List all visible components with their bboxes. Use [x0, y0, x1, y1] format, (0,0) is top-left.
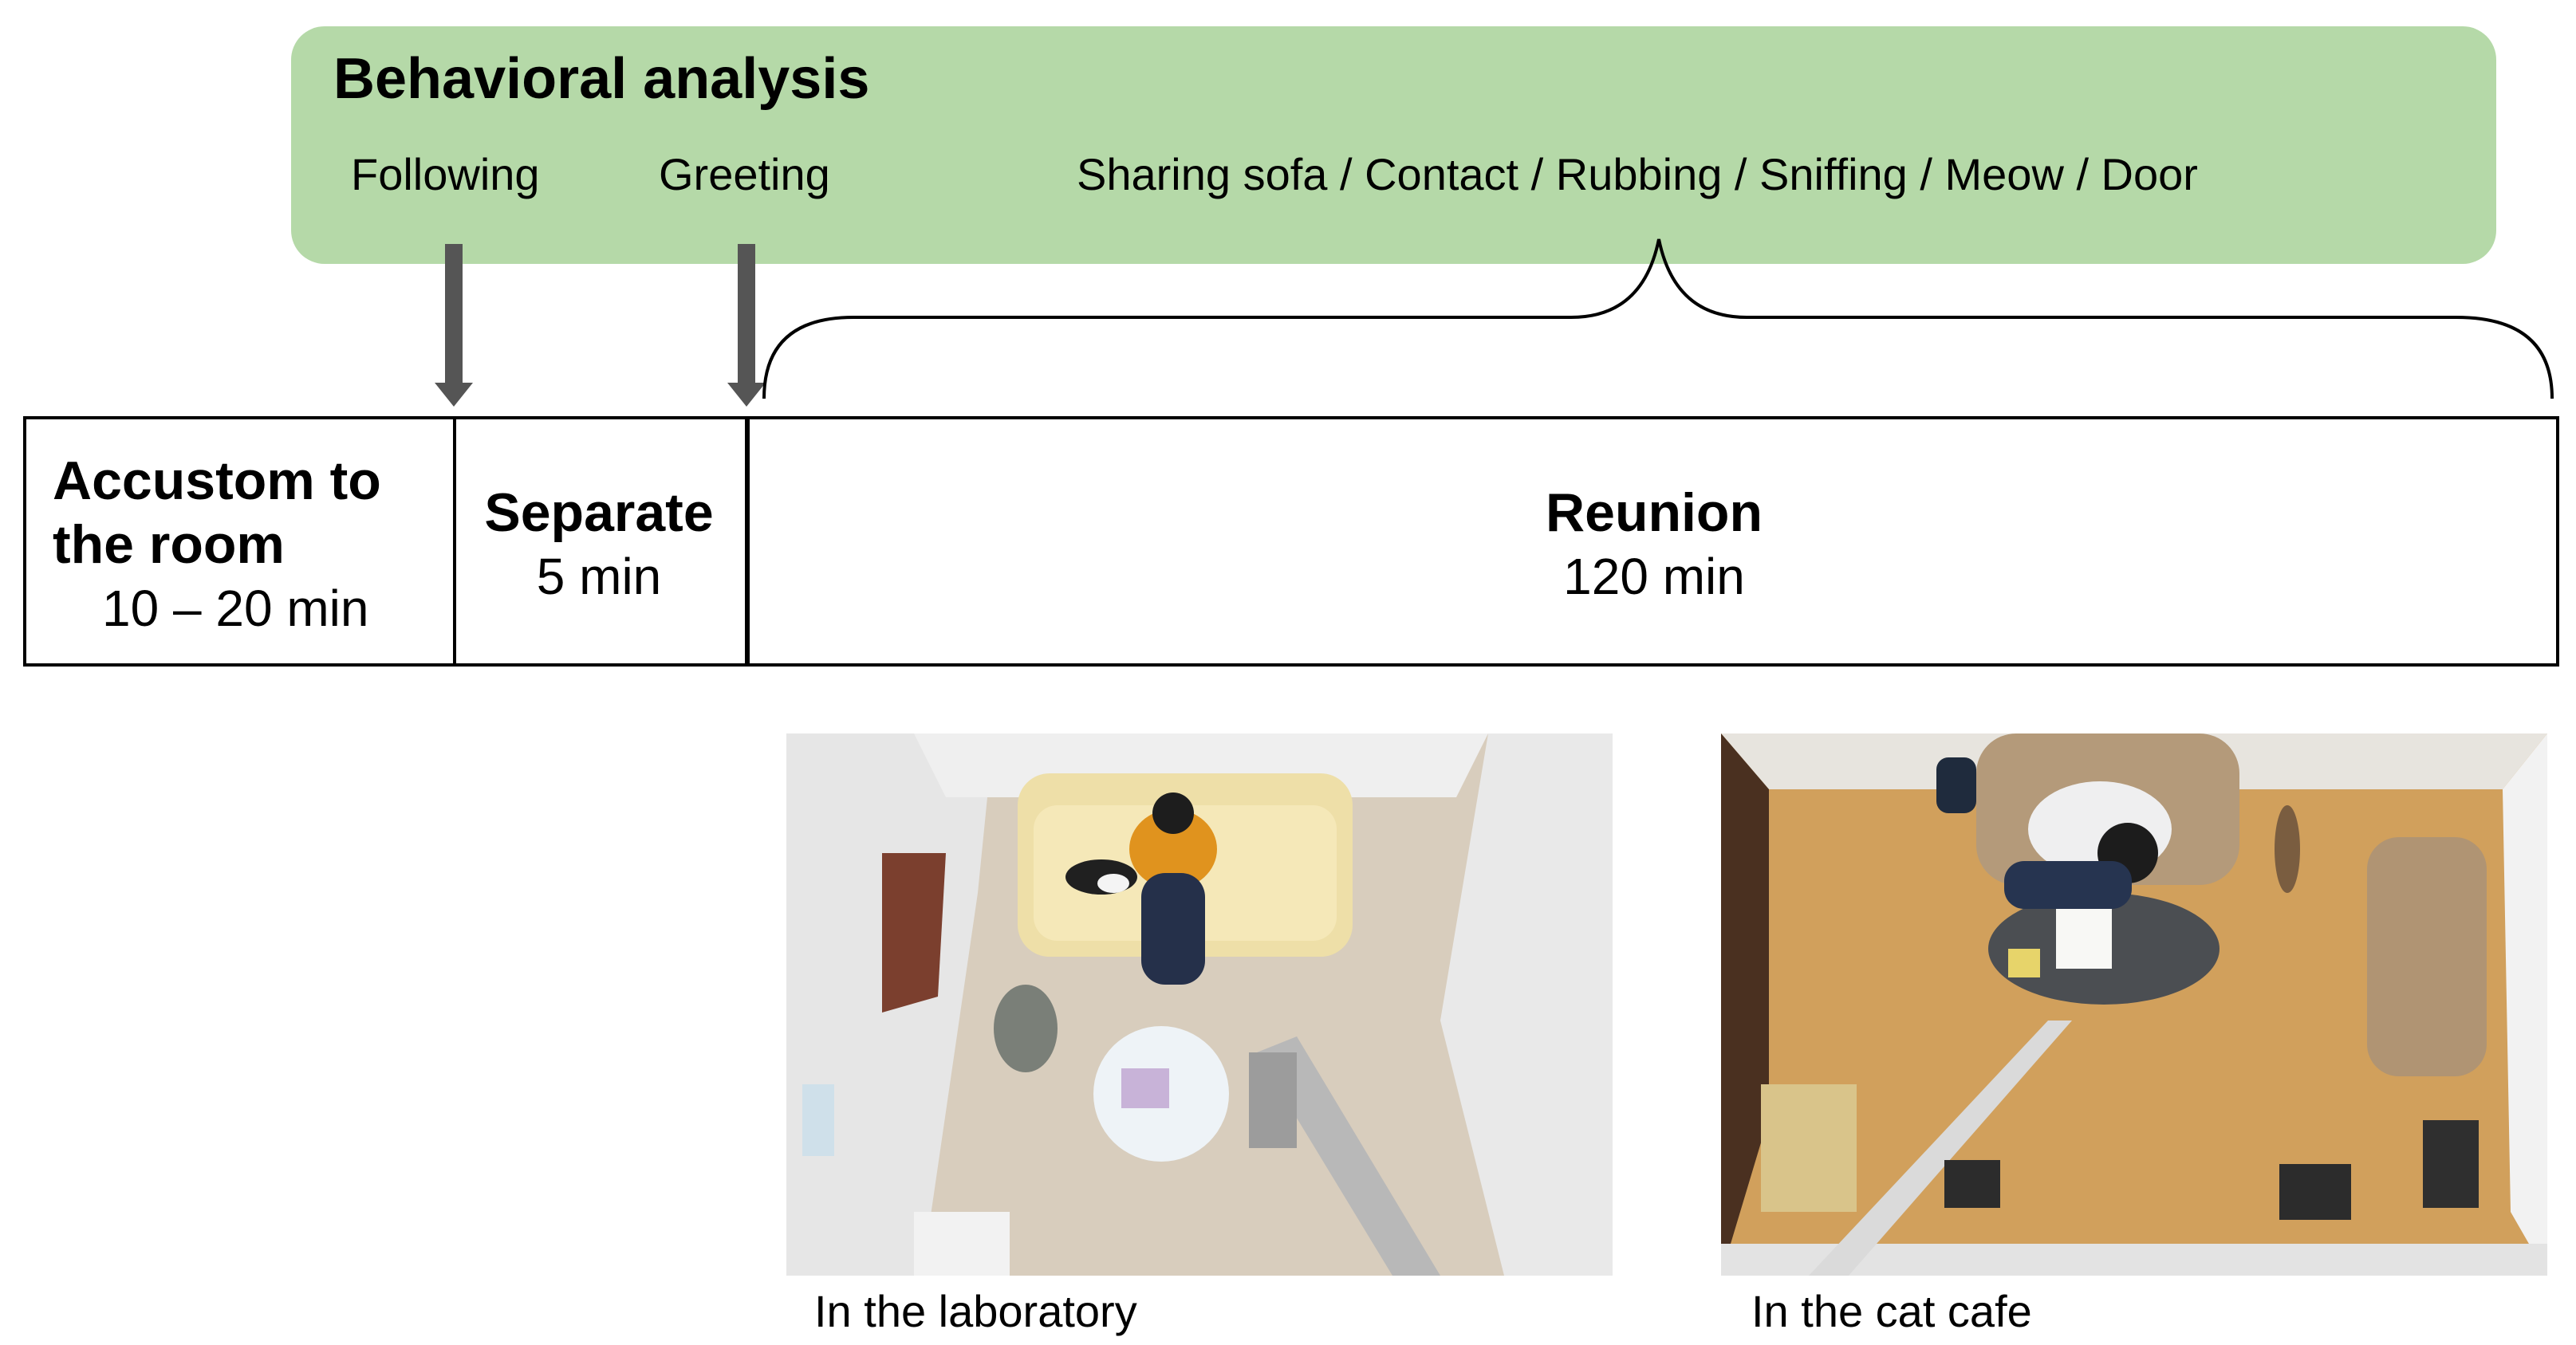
behavior-reunion-list: Sharing sofa / Contact / Rubbing / Sniff…	[1077, 149, 2198, 199]
timeline-bar	[23, 416, 2559, 667]
reunion-duration: 120 min	[1563, 548, 1745, 605]
laboratory-caption: In the laboratory	[814, 1286, 1137, 1336]
accustom-title-line2: the room	[53, 514, 285, 575]
accustom-title-line1: Accustom to	[53, 450, 381, 511]
timeline-divider-1	[453, 416, 456, 667]
accustom-duration: 10 – 20 min	[102, 580, 369, 637]
following-arrow	[435, 244, 473, 407]
behavior-greeting: Greeting	[659, 149, 830, 199]
reunion-brace	[762, 238, 2554, 399]
behavioral-analysis-panel	[291, 26, 2496, 264]
cat-cafe-caption: In the cat cafe	[1751, 1286, 2032, 1336]
reunion-title: Reunion	[1546, 482, 1763, 543]
separate-duration: 5 min	[536, 548, 662, 605]
separate-title: Separate	[484, 482, 714, 543]
timeline-divider-2	[745, 416, 750, 667]
greeting-arrow	[727, 244, 766, 407]
panel-title: Behavioral analysis	[333, 47, 870, 111]
behavior-following: Following	[351, 149, 540, 199]
cat-cafe-photo	[1721, 733, 2547, 1276]
laboratory-photo	[786, 733, 1613, 1276]
